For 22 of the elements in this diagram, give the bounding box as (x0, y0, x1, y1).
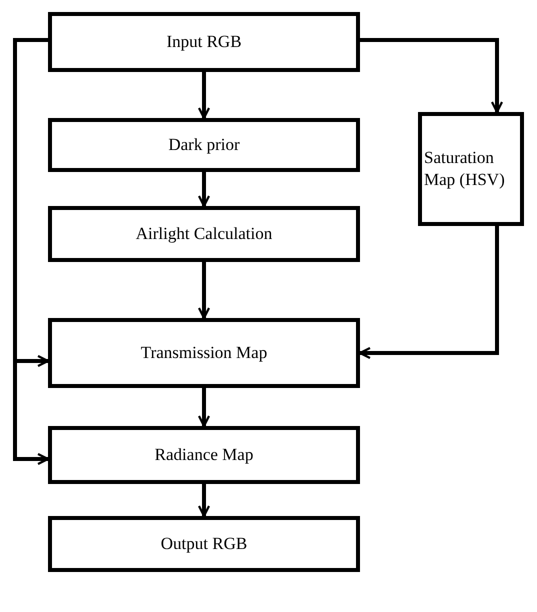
box-label: Airlight Calculation (136, 222, 272, 245)
arrow (198, 262, 210, 320)
arrow (198, 484, 210, 518)
arrow (13, 38, 50, 466)
process-box (48, 118, 360, 172)
box-label: Saturation Map (HSV) (424, 146, 506, 191)
arrow (360, 38, 504, 114)
process-box (48, 318, 360, 388)
process-box (418, 112, 524, 226)
box-label: Radiance Map (154, 444, 254, 466)
box-label: Dark prior (168, 134, 240, 156)
box-label: Input RGB (166, 30, 242, 53)
arrow (198, 172, 210, 208)
box-label: Transmission Map (140, 342, 268, 364)
arrow (358, 226, 499, 360)
box-label: Output RGB (160, 532, 248, 555)
arrow (198, 388, 210, 428)
process-box (48, 516, 360, 572)
arrow (198, 72, 210, 120)
process-box (48, 426, 360, 484)
process-box (48, 12, 360, 72)
process-box (48, 206, 360, 262)
